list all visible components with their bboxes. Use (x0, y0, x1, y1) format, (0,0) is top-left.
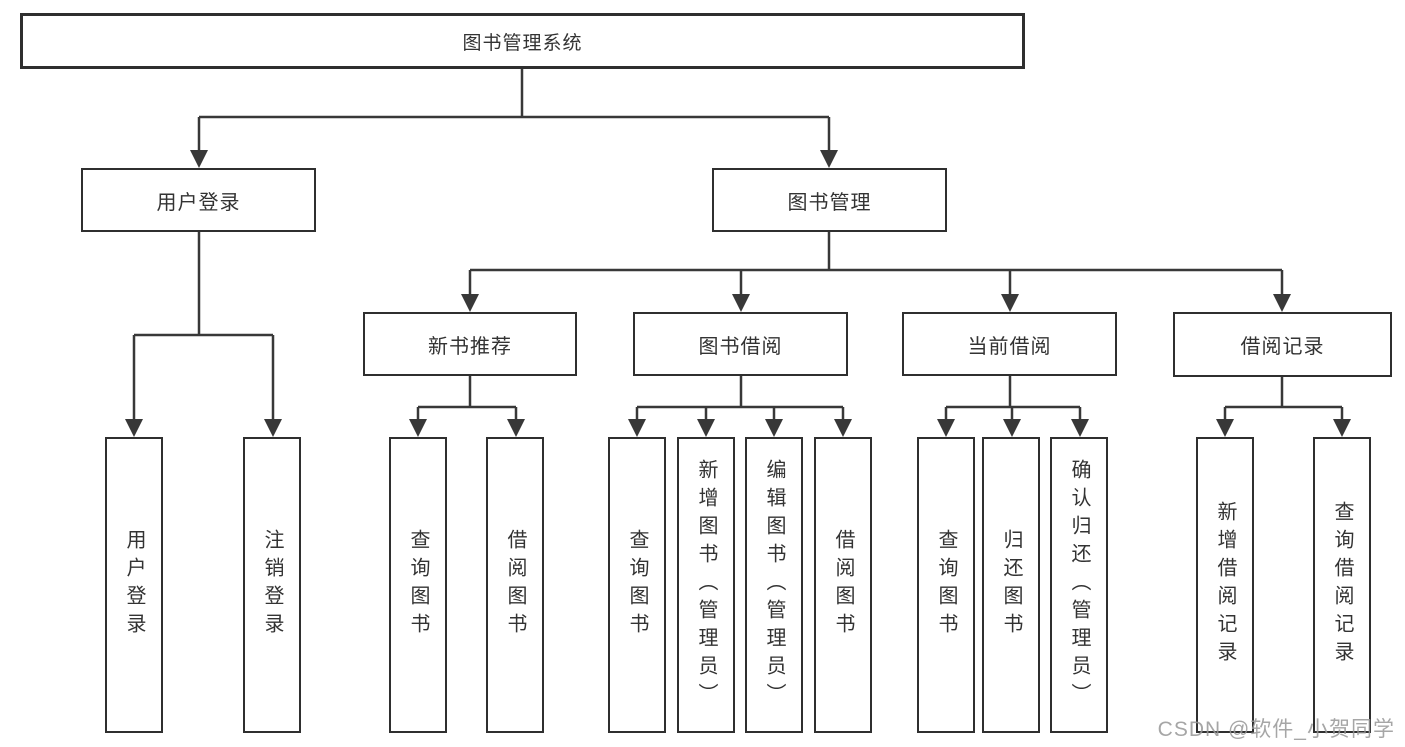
node-label: 用户登录 (123, 529, 145, 641)
node-label: 注销登录 (261, 529, 283, 641)
connector-root-split (190, 69, 838, 168)
leaf-edit-book-admin: 编辑图书（管理员） (745, 437, 803, 733)
node-book-management: 图书管理 (712, 168, 947, 232)
leaf-add-borrow-record: 新增借阅记录 (1196, 437, 1254, 733)
node-borrowing-records: 借阅记录 (1173, 312, 1392, 377)
leaf-return-books: 归还图书 (982, 437, 1040, 733)
leaf-query-books-recommend: 查询图书 (389, 437, 447, 733)
connector-new-book-children (409, 376, 525, 437)
node-label: 编辑图书（管理员） (763, 459, 785, 711)
node-label: 新增借阅记录 (1214, 501, 1236, 669)
connector-book-borrowing-children (628, 376, 852, 437)
connector-current-borrowing-children (937, 376, 1089, 437)
node-label: 新增图书（管理员） (695, 459, 717, 711)
node-label: 图书管理系统 (462, 32, 583, 54)
node-label: 查询借阅记录 (1331, 501, 1353, 669)
node-label: 当前借阅 (967, 335, 1052, 358)
leaf-query-books-current: 查询图书 (917, 437, 975, 733)
leaf-query-books-borrowing: 查询图书 (608, 437, 666, 733)
node-label: 查询图书 (626, 529, 648, 641)
node-label: 用户登录 (156, 191, 241, 214)
node-current-borrowing: 当前借阅 (902, 312, 1117, 376)
leaf-borrow-books: 借阅图书 (814, 437, 872, 733)
node-label: 新书推荐 (428, 335, 512, 358)
node-root: 图书管理系统 (20, 13, 1025, 69)
node-label: 查询图书 (935, 529, 957, 641)
node-label: 归还图书 (1000, 529, 1022, 641)
node-label: 查询图书 (407, 529, 429, 641)
node-book-borrowing: 图书借阅 (633, 312, 848, 376)
leaf-logout: 注销登录 (243, 437, 301, 733)
node-label: 确认归还（管理员） (1068, 459, 1090, 711)
node-label: 图书管理 (787, 191, 872, 214)
leaf-confirm-return-admin: 确认归还（管理员） (1050, 437, 1108, 733)
leaf-borrow-books-recommend: 借阅图书 (486, 437, 544, 733)
node-label: 图书借阅 (698, 335, 783, 358)
leaf-add-book-admin: 新增图书（管理员） (677, 437, 735, 733)
node-user-login: 用户登录 (81, 168, 316, 232)
leaf-query-borrow-record: 查询借阅记录 (1313, 437, 1371, 733)
node-label: 借阅图书 (504, 529, 526, 641)
node-new-book-recommend: 新书推荐 (363, 312, 577, 376)
connector-borrowing-records-children (1216, 376, 1351, 437)
connector-user-login-children (125, 232, 282, 437)
node-label: 借阅图书 (832, 529, 854, 641)
node-label: 借阅记录 (1240, 336, 1325, 358)
leaf-user-login: 用户登录 (105, 437, 163, 733)
connector-book-management-children (461, 232, 1291, 312)
csdn-watermark: CSDN @软件_小贺同学 (1157, 718, 1395, 741)
